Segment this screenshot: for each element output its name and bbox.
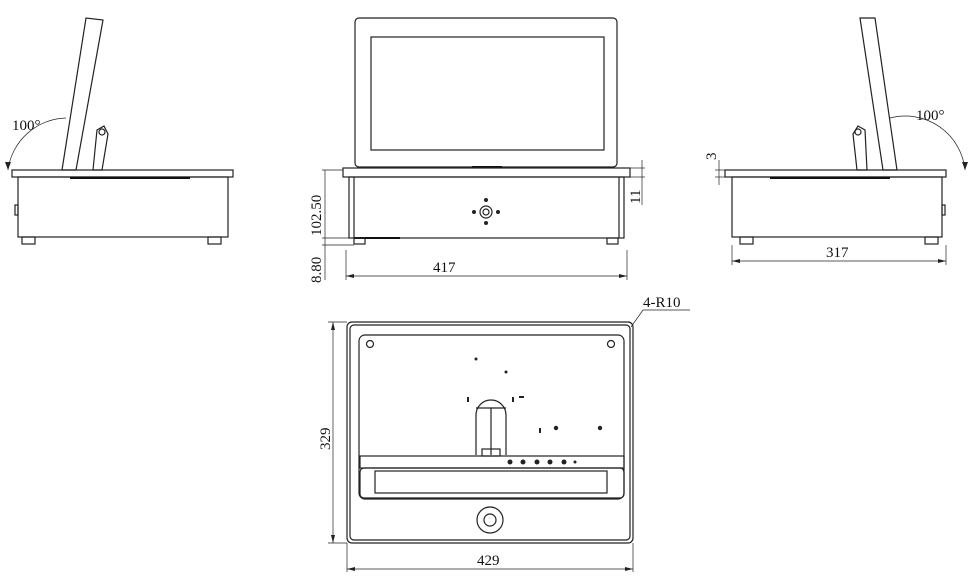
side-plate-label: 3	[704, 153, 720, 161]
left-angle-label: 100°	[12, 118, 41, 134]
left-side-view: 100°	[5, 17, 234, 245]
front-width-label: 417	[433, 260, 456, 276]
corner-radius-label: 4-R10	[643, 295, 681, 311]
base-height-label: 102.50	[309, 195, 325, 236]
side-depth-label: 317	[826, 245, 849, 261]
top-width-label: 429	[477, 553, 500, 569]
foot-height-label: 8.80	[309, 257, 325, 283]
right-side-view: 100° 3 317	[704, 17, 968, 265]
top-view: 4-R10 329 429	[318, 295, 690, 572]
plate-thickness-label: 11	[628, 190, 644, 204]
right-angle-label: 100°	[916, 108, 945, 124]
top-depth-label: 329	[318, 428, 334, 451]
front-view: 417 102.50 8.80 11	[309, 17, 645, 283]
